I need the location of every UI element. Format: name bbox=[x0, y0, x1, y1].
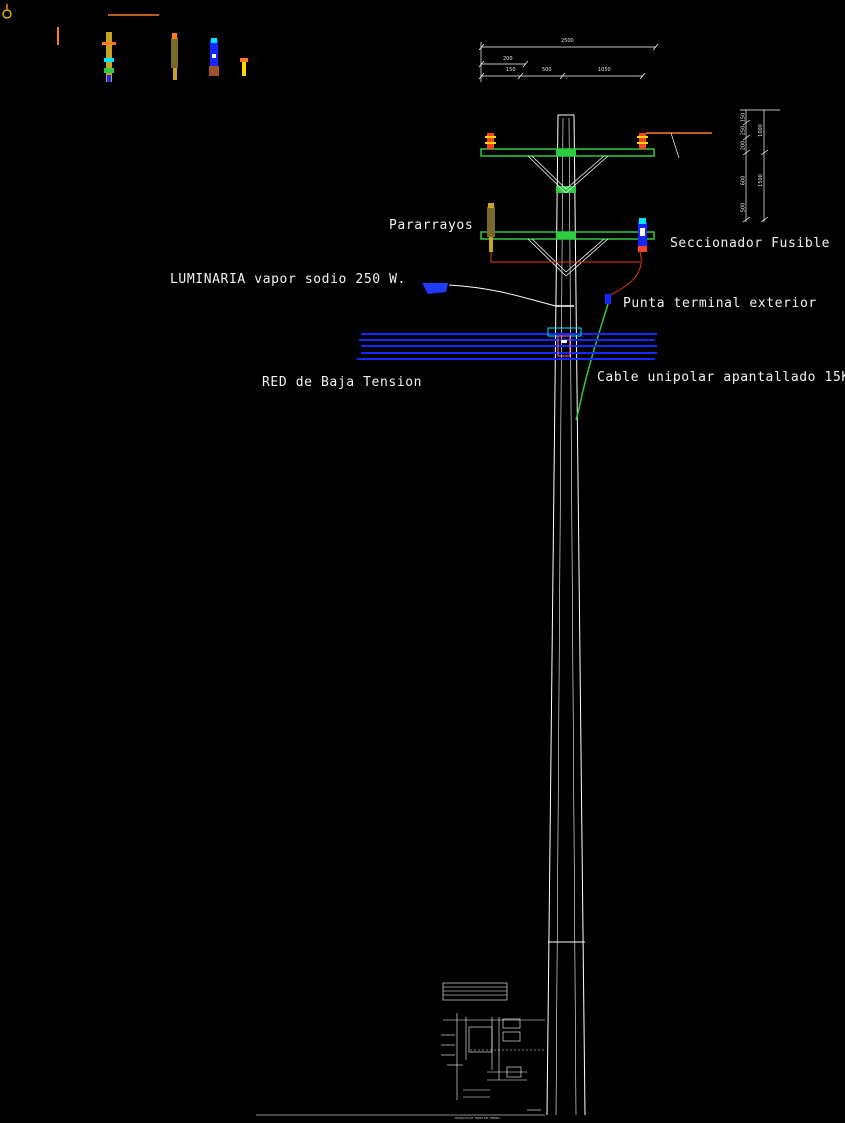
legend-insulator-icon bbox=[102, 32, 116, 82]
legend-hook-icon bbox=[2, 4, 12, 19]
label-pararrayos: Pararrayos bbox=[389, 218, 474, 233]
label-cable-unipolar: Cable unipolar apantallado 15Kv. bbox=[597, 370, 845, 385]
dimension-chain-vertical bbox=[740, 109, 780, 223]
lower-crossarm bbox=[480, 231, 655, 277]
label-seccionador-fusible: Seccionador Fusible bbox=[670, 236, 831, 251]
dim-vertical-5: 600 bbox=[740, 175, 747, 186]
dim-vertical-7: 500 bbox=[740, 202, 747, 213]
dim-first-segment: 200 bbox=[503, 56, 513, 62]
conductor-drop bbox=[670, 132, 680, 159]
dim-vertical-1: 150 bbox=[740, 112, 747, 123]
dim-vertical-6: 1500 bbox=[757, 174, 764, 187]
luminaire-icon bbox=[422, 283, 574, 307]
legend-fuse-cutout-icon bbox=[209, 38, 219, 76]
dimension-chain-horizontal bbox=[478, 42, 659, 82]
dim-seg-c: 1050 bbox=[598, 67, 611, 73]
legend-terminal-icon bbox=[240, 58, 248, 76]
legend-symbols bbox=[2, 4, 248, 82]
dim-vertical-4: 1000 bbox=[757, 124, 764, 137]
legend-arrester-icon bbox=[171, 33, 178, 80]
insulator-left-top-icon bbox=[485, 133, 496, 149]
label-red-baja-tension: RED de Baja Tension bbox=[262, 375, 423, 390]
red-drop-wires bbox=[490, 251, 642, 296]
terminal-and-cable bbox=[575, 294, 611, 421]
dim-seg-b: 500 bbox=[542, 67, 552, 73]
low-voltage-network bbox=[357, 333, 657, 360]
concrete-pole bbox=[546, 114, 586, 1116]
label-punta-terminal: Punta terminal exterior bbox=[623, 296, 817, 311]
grounding-detail bbox=[441, 982, 545, 1111]
dim-seg-a: 150 bbox=[506, 67, 516, 73]
upper-crossarm bbox=[480, 148, 655, 194]
network-bracket bbox=[547, 327, 582, 357]
detail-caption: DETALLE DE TOMA DE TIERRA bbox=[455, 1116, 500, 1120]
dim-vertical-2: 250 bbox=[740, 125, 747, 136]
label-luminaria: LUMINARIA vapor sodio 250 W. bbox=[170, 272, 406, 287]
dim-vertical-3: 200 bbox=[740, 140, 747, 151]
fuse-cutout-icon bbox=[638, 218, 647, 252]
surge-arrester-icon bbox=[487, 203, 495, 252]
dim-overall: 2500 bbox=[561, 38, 574, 44]
insulator-right-top-icon bbox=[637, 133, 648, 149]
